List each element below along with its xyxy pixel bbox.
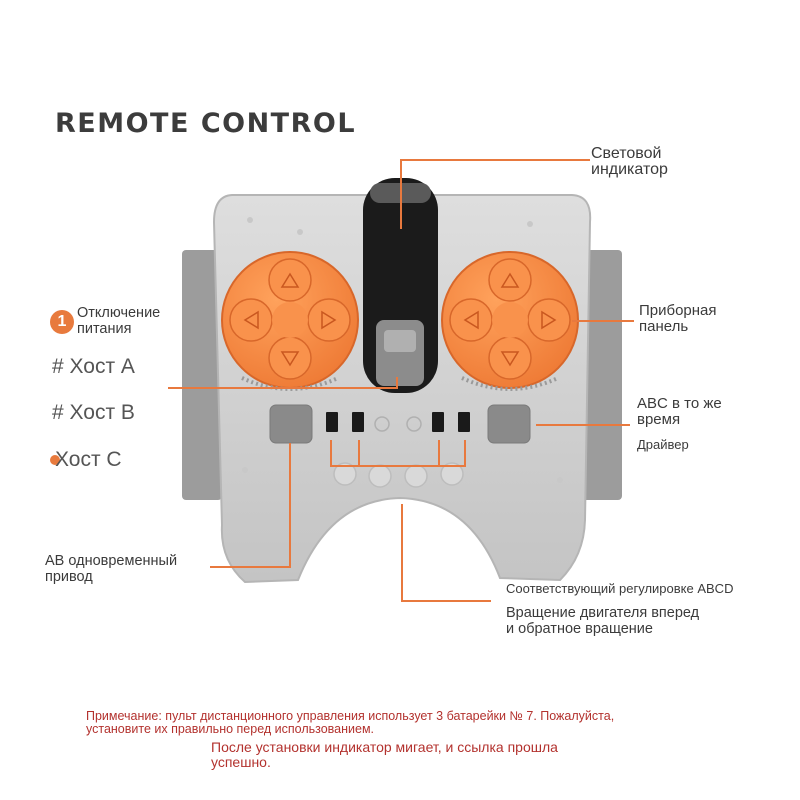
- dpad-right[interactable]: [441, 251, 579, 389]
- host-b-label: # Хост В: [52, 401, 135, 424]
- leader-host-a-up: [396, 377, 398, 389]
- bottom-buttons[interactable]: [333, 462, 464, 488]
- leader-light-v: [400, 159, 402, 229]
- right-grip: [582, 250, 622, 500]
- abcd-adjust-label: Соответствующий регулировке ABCD: [506, 581, 734, 596]
- right-arc-marks: [461, 376, 559, 391]
- ab-button[interactable]: [269, 404, 313, 444]
- note-line2: установите их правильно перед использова…: [86, 722, 375, 736]
- leader-rotation-h: [401, 600, 491, 602]
- power-off-number-badge: 1: [50, 310, 74, 334]
- abc-button[interactable]: [487, 404, 531, 444]
- abc-label-line1: ABC в то же: [637, 395, 722, 412]
- note-line3: После установки индикатор мигает, и ссыл…: [211, 739, 558, 755]
- slider-track: [376, 320, 424, 386]
- leader-sw-a: [330, 440, 332, 466]
- host-a-label: # Хост А: [52, 355, 135, 378]
- power-off-label-line1: Отключение: [77, 305, 161, 321]
- panel-label-line2: панель: [639, 318, 689, 335]
- channel-switches[interactable]: [326, 412, 470, 432]
- leader-host-a: [168, 387, 396, 389]
- leader-panel: [572, 320, 634, 322]
- leader-ab-h: [210, 566, 291, 568]
- ab-drive-label-line1: АВ одновременный: [45, 553, 178, 569]
- dpad-left[interactable]: [221, 251, 359, 389]
- light-indicator-label-line1: Световой: [591, 145, 662, 162]
- leader-sw-b: [358, 440, 360, 466]
- leader-sw-c: [438, 440, 440, 466]
- page-title: REMOTE CONTROL: [55, 108, 357, 139]
- slider-knob[interactable]: [384, 330, 416, 352]
- left-grip: [182, 250, 222, 500]
- leader-light-h: [400, 159, 590, 161]
- note-line4: успешно.: [211, 754, 271, 770]
- power-off-label-line2: питания: [77, 321, 132, 337]
- rotation-label-line1: Вращение двигателя вперед: [506, 605, 700, 621]
- note-line1: Примечание: пульт дистанционного управле…: [86, 709, 615, 723]
- body-texture: [242, 217, 563, 523]
- driver-label: Драйвер: [637, 437, 689, 452]
- panel-label-line1: Приборная: [639, 302, 717, 319]
- ab-drive-label-line2: привод: [45, 569, 93, 585]
- led-right: [406, 416, 422, 432]
- abc-label-line2: время: [637, 411, 681, 428]
- host-c-dot-icon: [50, 455, 60, 465]
- leader-ab-v: [289, 443, 291, 567]
- left-arc-marks: [241, 376, 339, 391]
- light-indicator-label-line2: индикатор: [591, 161, 668, 178]
- host-c-label: Хост С: [55, 448, 122, 471]
- rotation-label-line2: и обратное вращение: [506, 621, 653, 637]
- leader-sw-bar: [330, 465, 466, 467]
- led-left: [374, 416, 390, 432]
- leader-abc: [536, 424, 630, 426]
- leader-sw-d: [464, 440, 466, 466]
- leader-rotation-v: [401, 504, 403, 601]
